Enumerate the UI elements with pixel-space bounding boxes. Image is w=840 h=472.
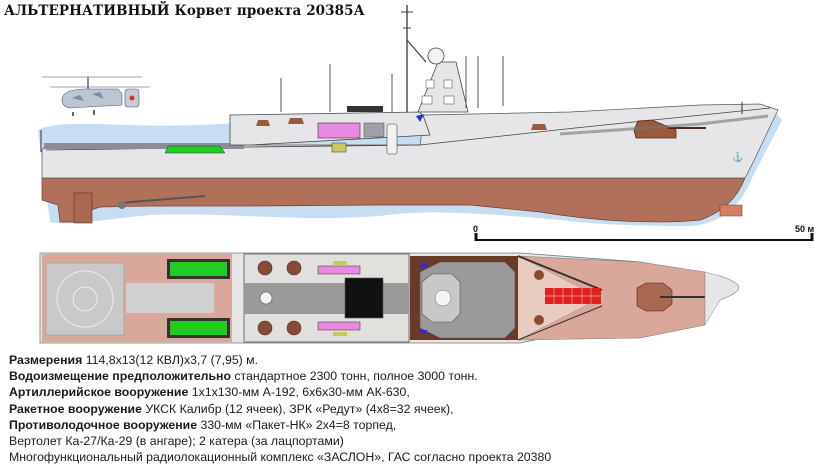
main-gun-top — [636, 282, 673, 312]
hull-underwater — [41, 177, 746, 223]
ak630-side — [288, 118, 304, 124]
side-view: ⚓ — [38, 5, 782, 226]
top-view — [39, 252, 740, 344]
bridge-tower — [417, 61, 469, 113]
rudder — [73, 192, 93, 224]
spec-asw: Противолодочное вооружение 330-мм «Пакет… — [9, 417, 397, 432]
scale-end-label: 50 м — [795, 224, 815, 234]
spec-dimensions: Размерения 114,8х13(12 КВЛ)х3,7 (7,95) м… — [9, 353, 259, 367]
spec-displacement: Водоизмещение предположительно стандартн… — [9, 369, 478, 384]
redut-vls-starboard — [167, 318, 230, 338]
spec-artillery: Артиллерийское вооружение 1х1х130-мм А-1… — [9, 385, 410, 400]
helipad — [45, 262, 125, 336]
hull-topside — [41, 103, 779, 179]
hangar-hatch — [344, 277, 384, 319]
spec-missiles: Ракетное вооружение УКСК Калибр (12 ячее… — [9, 401, 454, 416]
svg-text:⚓: ⚓ — [732, 151, 743, 162]
scale-bar — [474, 233, 814, 241]
scale-start-label: 0 — [473, 224, 479, 234]
page-title: АЛЬТЕРНАТИВНЫЙ Корвет проекта 20385А — [4, 3, 365, 19]
redut-vls-port — [167, 259, 230, 279]
kalibr-vls — [545, 288, 601, 304]
ship-drawing: ⚓ — [38, 5, 814, 344]
spec-aviation: Вертолет Ка-27/Ка-29 (в ангаре); 2 катер… — [9, 434, 344, 449]
main-gun-a192 — [633, 119, 677, 139]
boat-pink-starboard — [317, 321, 361, 331]
side-boat-pink — [317, 122, 361, 139]
stern-boat-green — [164, 145, 226, 154]
helicopter-ka27 — [42, 76, 150, 116]
radome — [427, 47, 445, 65]
spec-radar: Многофункциональный радиолокационный ком… — [9, 450, 552, 465]
boat-pink-port — [317, 265, 361, 275]
emblem-icon — [416, 114, 424, 122]
specifications: Размерения 114,8х13(12 КВЛ)х3,7 (7,95) м… — [9, 352, 829, 465]
